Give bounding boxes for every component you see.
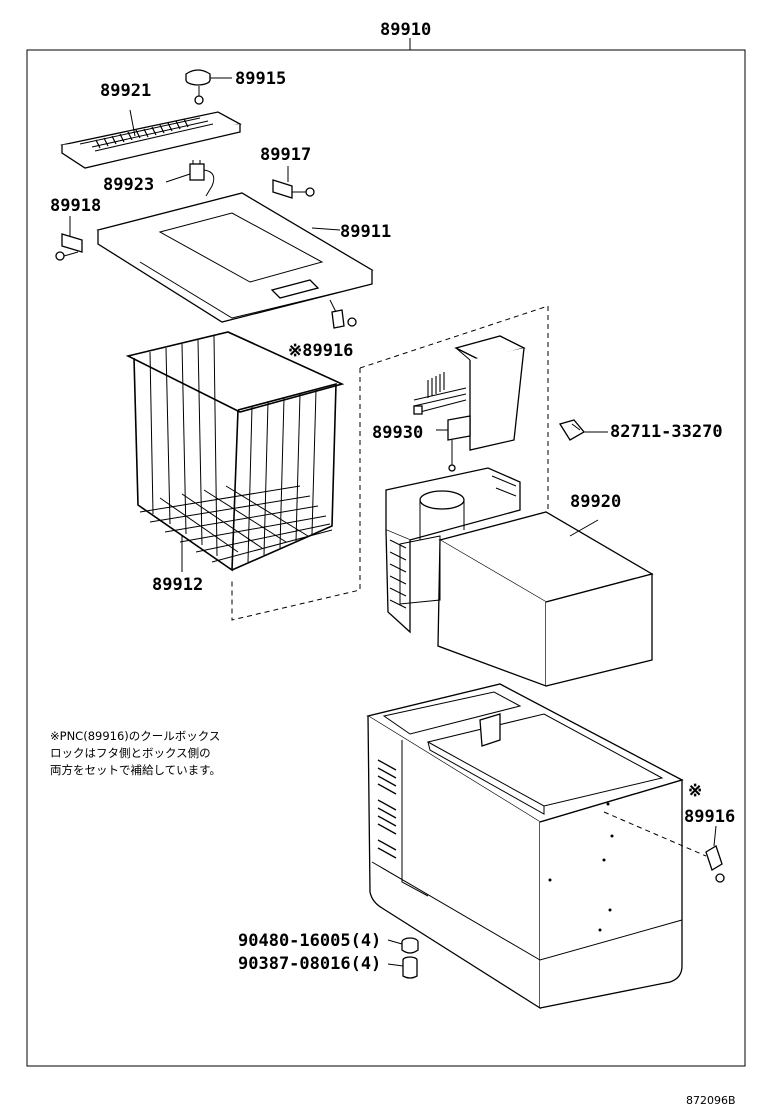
label-89923: 89923 xyxy=(103,175,154,195)
label-89911: 89911 xyxy=(340,222,391,242)
label-89916-mark: ※ xyxy=(688,781,702,801)
note-line-1: ※PNC(89916)のクールボックス xyxy=(50,729,220,743)
dashed-guide xyxy=(231,305,549,621)
label-89915: 89915 xyxy=(235,69,286,89)
control-unit-89930 xyxy=(413,335,526,472)
knob-89915 xyxy=(185,69,232,105)
inner-box-89920 xyxy=(385,467,654,687)
note-line-3: 両方をセットで補給しています。 xyxy=(50,763,221,777)
label-89912: 89912 xyxy=(152,575,203,595)
label-89916-box: 89916 xyxy=(684,807,735,827)
lid-89911 xyxy=(96,192,374,323)
label-89930: 89930 xyxy=(372,423,423,443)
bolt-90387-08016 xyxy=(387,956,418,979)
bracket-89918 xyxy=(55,216,83,261)
label-89916-lid: ※89916 xyxy=(288,341,353,361)
wire-basket-89912 xyxy=(125,331,345,572)
bracket-89917 xyxy=(272,166,315,199)
note-line-2: ロックはフタ側とボックス側の xyxy=(50,746,211,760)
label-89920: 89920 xyxy=(570,492,621,512)
cool-box-body xyxy=(366,683,707,1010)
grille-panel-89921 xyxy=(60,109,242,169)
assembly-label: 89910 xyxy=(380,20,431,40)
clip-82711-33270 xyxy=(558,419,608,441)
lock-89916-lid xyxy=(329,299,357,329)
label-90387-08016: 90387-08016(4) xyxy=(238,954,381,974)
label-89921: 89921 xyxy=(100,81,151,101)
drawing-code: 872096B xyxy=(686,1094,736,1107)
label-89917: 89917 xyxy=(260,145,311,165)
label-89918: 89918 xyxy=(50,196,101,216)
switch-89923 xyxy=(165,160,215,197)
assembly-frame xyxy=(26,38,746,1067)
foot-90480-16005 xyxy=(387,937,419,954)
label-82711-33270: 82711-33270 xyxy=(610,422,723,442)
label-90480-16005: 90480-16005(4) xyxy=(238,931,381,951)
lock-89916-box xyxy=(705,825,725,883)
